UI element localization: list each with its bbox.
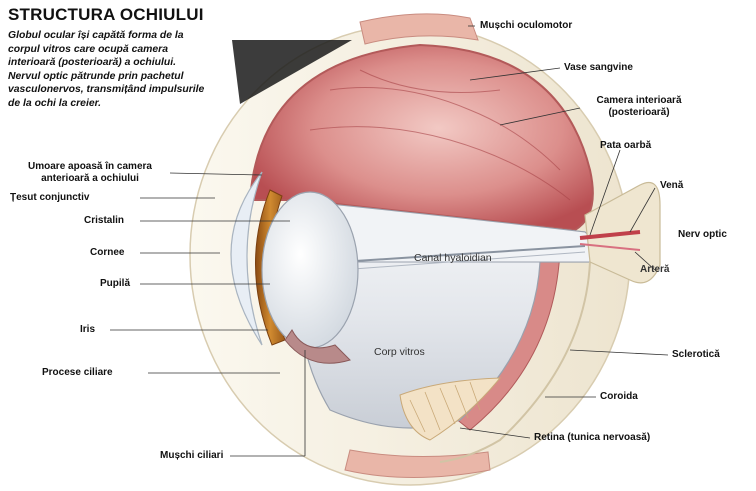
- ciliary-body: [284, 329, 351, 364]
- label-muschi-oculomotor: Mușchi oculomotor: [480, 20, 573, 31]
- description-line: de la ochi la creier.: [8, 97, 101, 109]
- blood-vessels: [309, 69, 571, 201]
- label-cristalin: Cristalin: [84, 215, 125, 226]
- label-line: Camera interioară: [596, 95, 682, 106]
- leader-lines: [110, 25, 669, 457]
- label-retina: Retina (tunica nervoasă): [534, 432, 651, 443]
- label-procese-ciliare: Procese ciliare: [42, 367, 113, 378]
- label-nerv-optic: Nerv optic: [678, 229, 727, 240]
- central-vein: [579, 230, 641, 240]
- eyeball: [189, 13, 661, 486]
- label-muschi-ciliari: Mușchi ciliari: [160, 450, 224, 461]
- label-pata-oarba: Pata oarbă: [600, 140, 652, 151]
- retina-layer: [399, 377, 502, 441]
- oculomotor-muscle: [359, 13, 479, 45]
- description-line: vasculonervos, transmițând impulsurile: [8, 84, 205, 96]
- label-iris: Iris: [80, 324, 96, 335]
- description-line: interioară (posterioară) a ochiului.: [8, 57, 177, 69]
- label-umoare-apoasa: Umoare apoasă în camera anterioară a och…: [8, 161, 172, 185]
- posterior-chamber: [248, 43, 594, 232]
- label-tesut-conjunctiv: Țesut conjunctiv: [10, 192, 90, 203]
- description-line: corpul vitros care ocupă camera: [8, 43, 168, 55]
- cornea: [230, 171, 263, 346]
- label-canal-hyaloidian: Canal hyaloidian: [414, 252, 492, 264]
- lower-muscle: [344, 449, 491, 478]
- label-cornee: Cornee: [90, 247, 125, 258]
- sclera-cut: [439, 261, 591, 463]
- label-line: Umoare apoasă în camera: [28, 161, 152, 172]
- label-pupila: Pupilă: [100, 278, 131, 289]
- lens: [261, 191, 359, 349]
- central-artery: [579, 243, 641, 251]
- label-corp-vitros: Corp vitros: [374, 346, 425, 358]
- description-line: Nervul optic pătrunde prin pachetul: [8, 70, 184, 82]
- label-camera-interioara: Camera interioară (posterioară): [584, 95, 694, 119]
- description: Globul ocular își capătă forma de la cor…: [8, 29, 230, 111]
- page-title: STRUCTURA OCHIULUI: [8, 5, 204, 24]
- hyaloid-canal: [339, 245, 586, 263]
- label-vena: Venă: [660, 180, 684, 191]
- label-sclerotica: Sclerotică: [672, 349, 720, 360]
- retina-texture: [409, 381, 481, 433]
- hyaloid-canal-edge: [339, 251, 586, 271]
- label-vase-sangvine: Vase sangvine: [564, 62, 633, 73]
- description-line: Globul ocular își capătă forma de la: [8, 30, 184, 41]
- label-coroida: Coroida: [600, 391, 638, 402]
- shadow-wedge: [232, 40, 352, 104]
- label-artera: Arteră: [640, 264, 670, 275]
- label-line: anterioară a ochiului: [41, 173, 139, 184]
- label-line: (posterioară): [608, 107, 670, 118]
